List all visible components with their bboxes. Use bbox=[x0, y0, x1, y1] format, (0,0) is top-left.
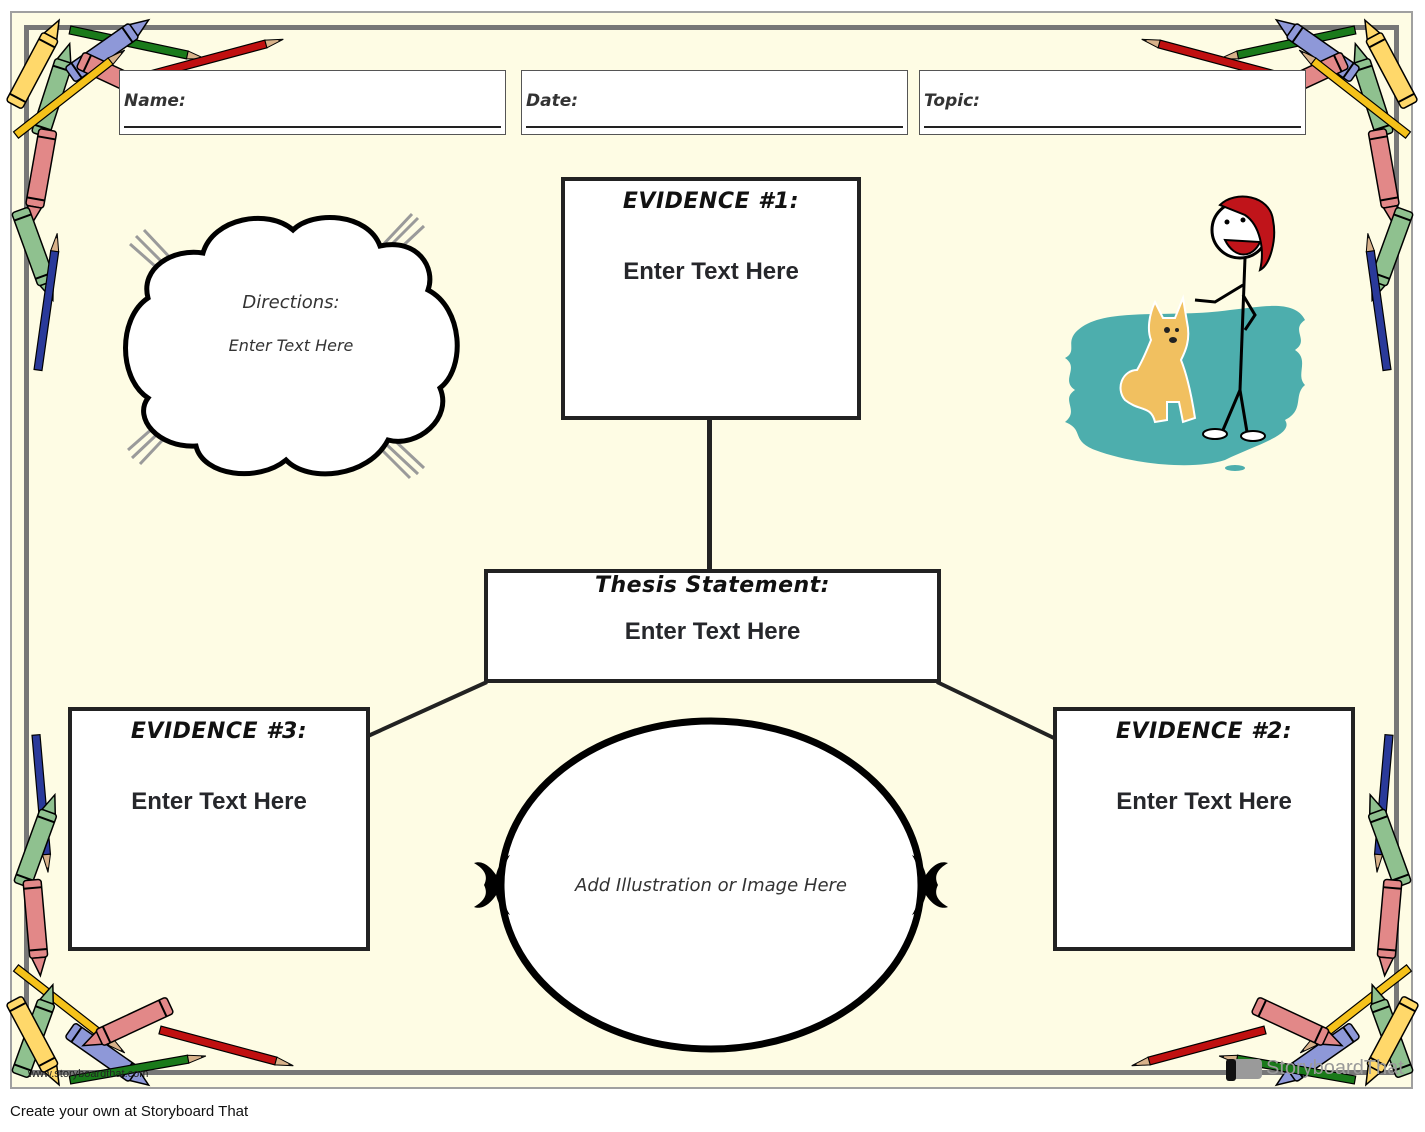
evidence-2-text: Enter Text Here bbox=[1116, 788, 1292, 815]
thesis-text: Enter Text Here bbox=[624, 618, 801, 645]
directions-cloud[interactable]: Directions: Enter Text Here bbox=[118, 208, 464, 486]
cloud-shape-icon bbox=[123, 212, 460, 480]
directions-text: Enter Text Here bbox=[228, 336, 354, 355]
stick-figure-with-dog-illustration bbox=[1065, 195, 1305, 471]
evidence-1-title: EVIDENCE #1: bbox=[622, 189, 800, 214]
topic-underline bbox=[924, 126, 1301, 128]
evidence-2-box[interactable]: EVIDENCE #2: Enter Text Here bbox=[1053, 707, 1355, 951]
ornate-oval-frame-icon bbox=[474, 717, 948, 1053]
directions-title: Directions: bbox=[242, 292, 340, 313]
date-underline bbox=[526, 126, 903, 128]
date-label: Date: bbox=[526, 91, 579, 111]
evidence-3-title: EVIDENCE #3: bbox=[130, 719, 308, 744]
evidence-1-text: Enter Text Here bbox=[623, 258, 799, 285]
name-field[interactable]: Name: bbox=[119, 70, 506, 135]
watermark-url: www.storyboardthat.com bbox=[28, 1068, 149, 1080]
watermark-logo: StoryboardThat bbox=[1226, 1057, 1404, 1081]
illustration-frame[interactable]: Add Illustration or Image Here bbox=[470, 715, 952, 1057]
topic-label: Topic: bbox=[924, 91, 980, 111]
name-label: Name: bbox=[124, 91, 186, 111]
create-your-own-link[interactable]: Create your own at Storyboard That bbox=[10, 1103, 249, 1120]
watermark-brand: StoryboardThat bbox=[1266, 1057, 1404, 1079]
topic-field[interactable]: Topic: bbox=[919, 70, 1306, 135]
date-field[interactable]: Date: bbox=[521, 70, 908, 135]
illustration-placeholder-text: Add Illustration or Image Here bbox=[575, 875, 847, 896]
thesis-box[interactable]: Thesis Statement: Enter Text Here bbox=[484, 569, 941, 683]
evidence-3-text: Enter Text Here bbox=[131, 788, 307, 815]
storyboardthat-logo-icon bbox=[1226, 1058, 1262, 1081]
connector-evidence1-thesis bbox=[707, 418, 712, 572]
evidence-2-title: EVIDENCE #2: bbox=[1115, 719, 1293, 744]
name-underline bbox=[124, 126, 501, 128]
thesis-title: Thesis Statement: bbox=[595, 573, 830, 598]
evidence-3-box[interactable]: EVIDENCE #3: Enter Text Here bbox=[68, 707, 370, 951]
evidence-1-box[interactable]: EVIDENCE #1: Enter Text Here bbox=[561, 177, 861, 420]
